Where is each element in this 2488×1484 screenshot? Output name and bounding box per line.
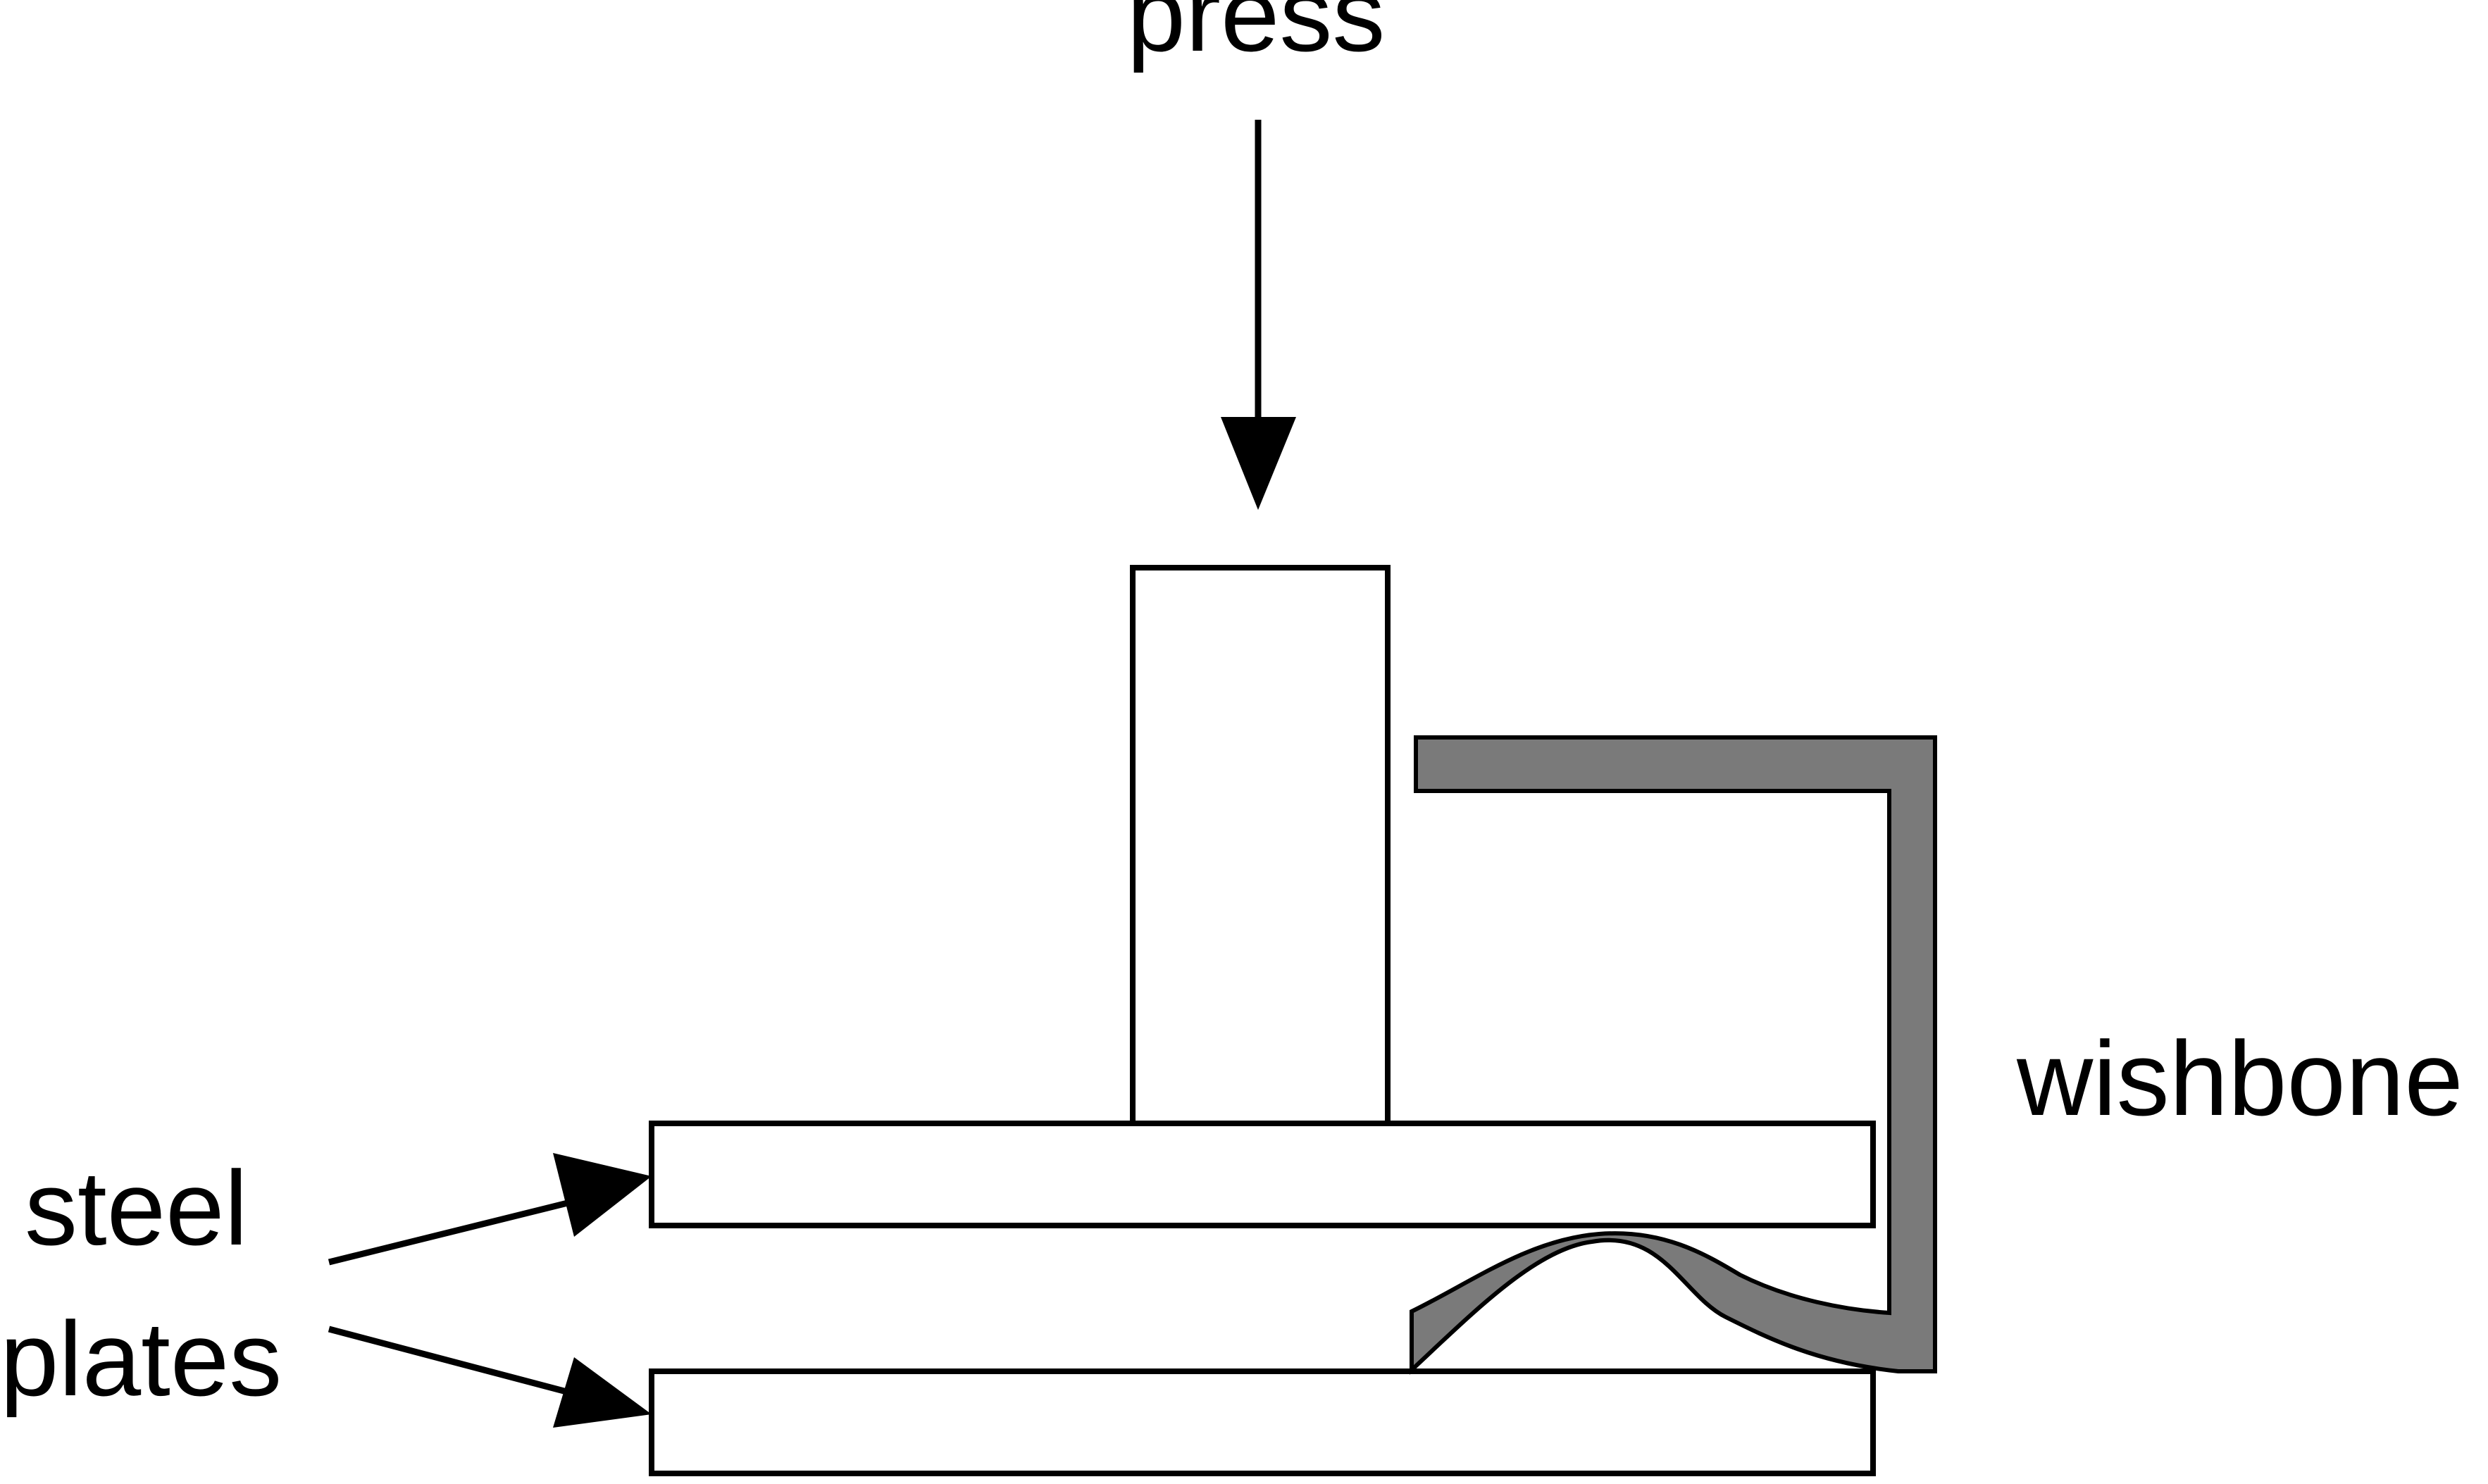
upper-plate-arrow-head [553, 1153, 652, 1237]
press-arrow-head [1221, 417, 1296, 510]
wishbone-label: wishbone [2016, 1019, 2463, 1137]
lower-plate-arrow-shaft [328, 1326, 600, 1404]
wishbone-spring [1410, 735, 1937, 1375]
lower-steel-plate [649, 1368, 1876, 1476]
upper-steel-plate [649, 1121, 1876, 1228]
upper-plate-arrow-shaft [328, 1192, 600, 1266]
press-label: press [1127, 0, 1386, 73]
steel-label: steel [25, 1149, 248, 1267]
plates-label: plates [0, 1299, 282, 1418]
press-block [1130, 565, 1391, 1128]
lower-plate-arrow-head [553, 1357, 652, 1428]
